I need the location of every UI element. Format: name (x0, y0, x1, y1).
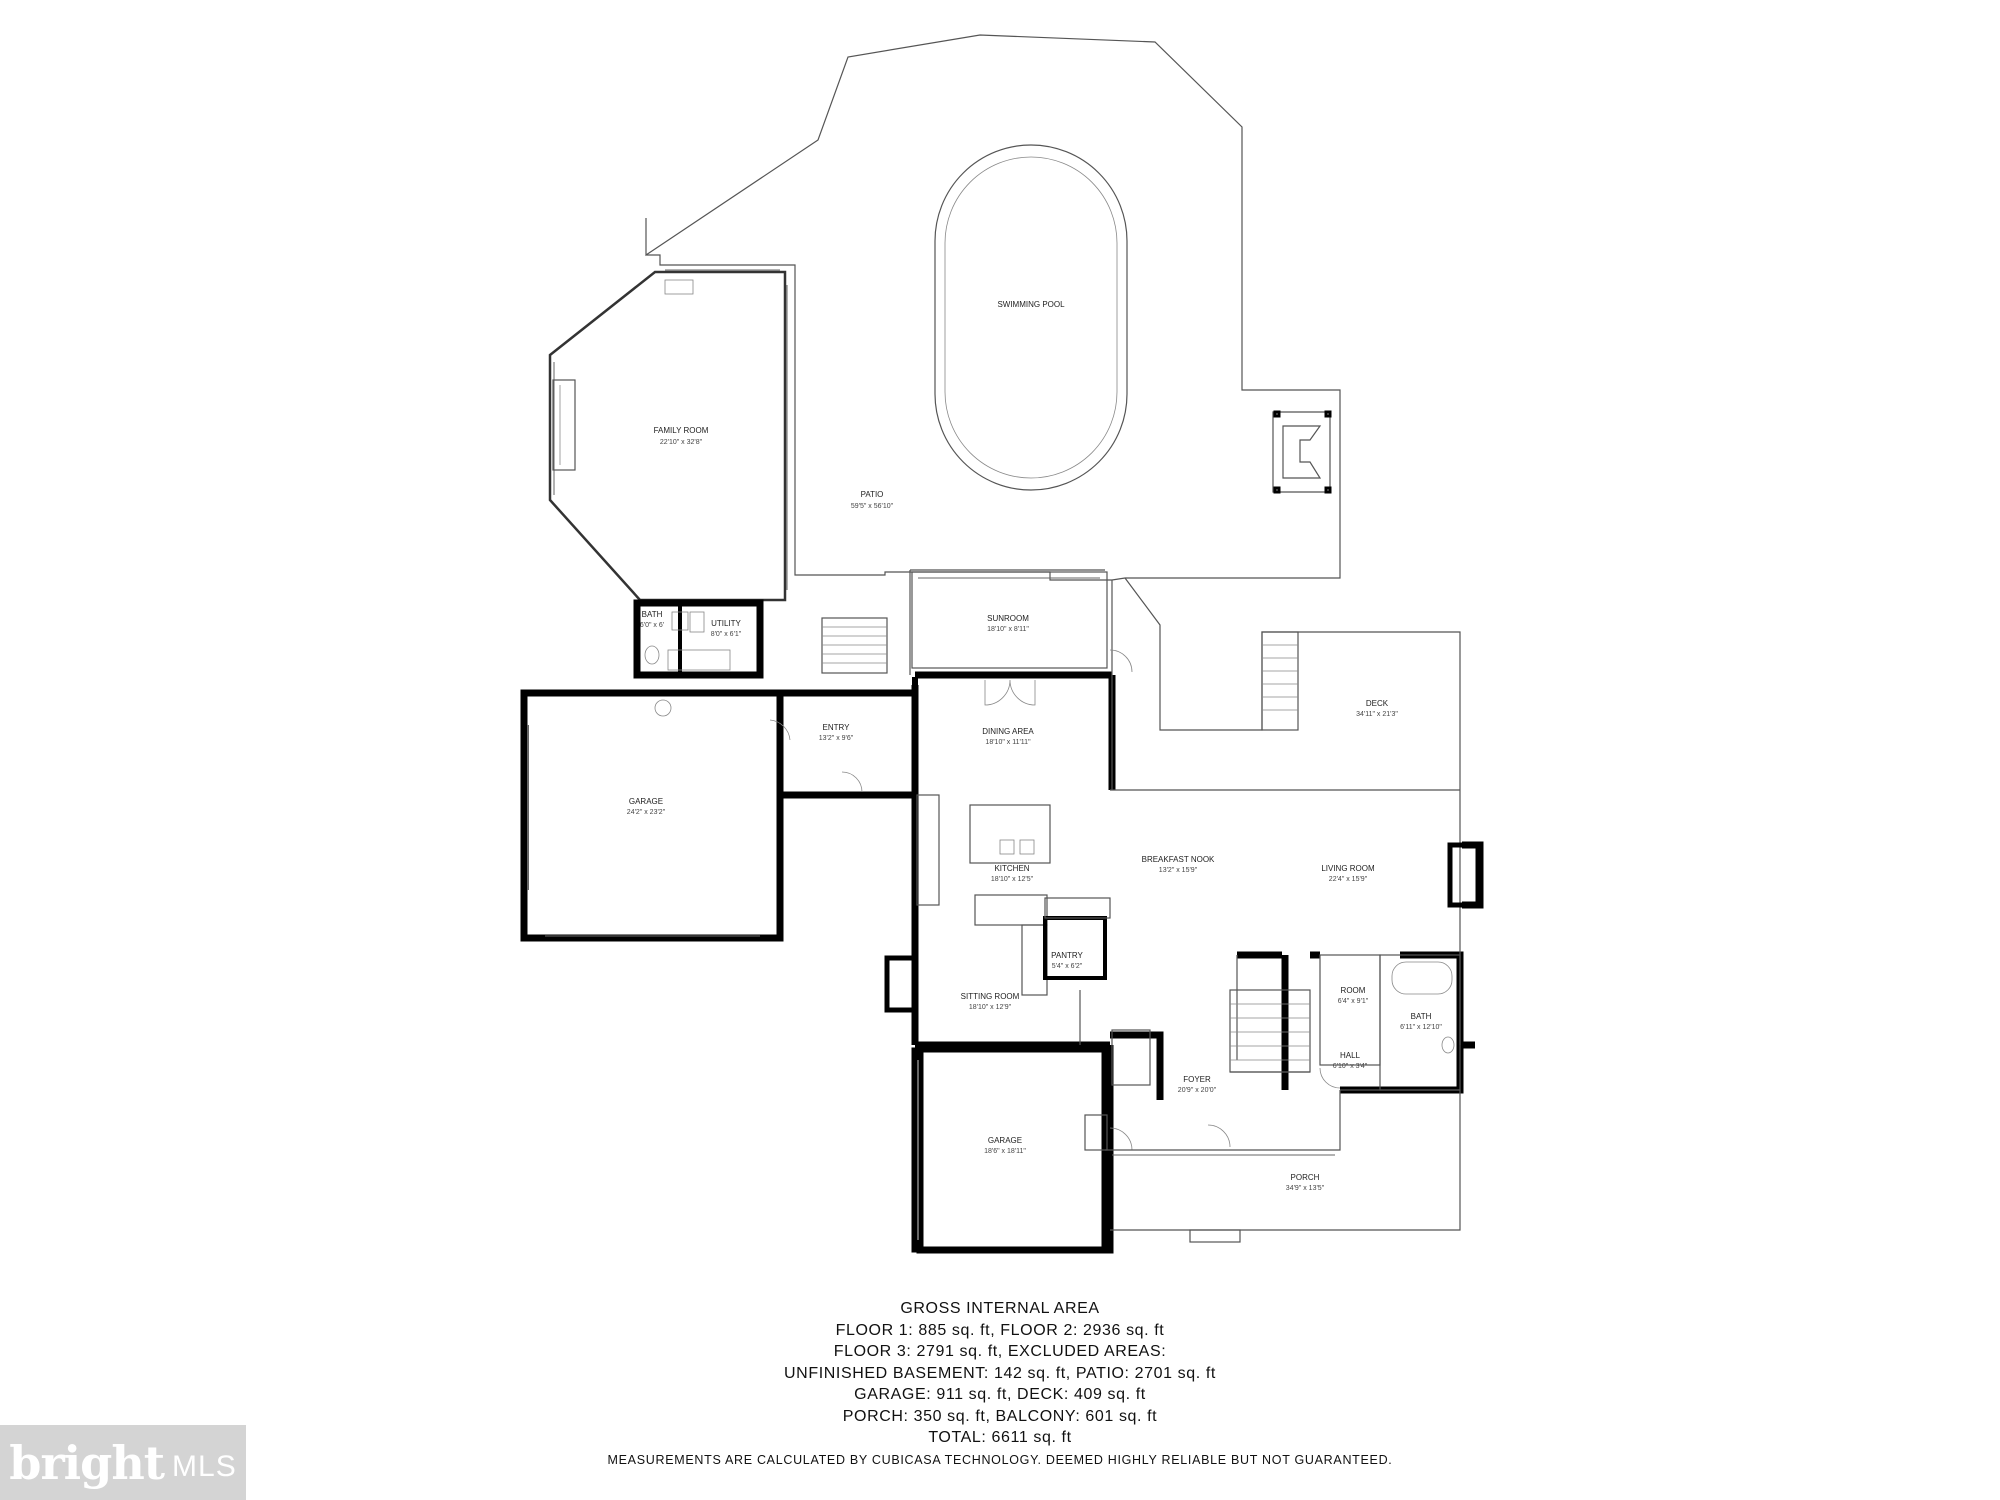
room-labels: SWIMMING POOL FAMILY ROOM 22'10" x 32'8"… (627, 300, 1443, 1192)
svg-text:59'5" x 56'10": 59'5" x 56'10" (851, 503, 894, 510)
label-entry: ENTRY (823, 723, 851, 732)
svg-text:6'4" x 9'1": 6'4" x 9'1" (1338, 998, 1369, 1005)
porch-outline (1105, 1089, 1461, 1231)
svg-text:18'10" x 12'9": 18'10" x 12'9" (969, 1004, 1012, 1011)
area-line-3: UNFINISHED BASEMENT: 142 sq. ft, PATIO: … (784, 1364, 1216, 1382)
pool-structure (1272, 411, 1331, 493)
svg-text:8'0" x 6'1": 8'0" x 6'1" (711, 631, 742, 638)
svg-text:24'2" x 23'2": 24'2" x 23'2" (627, 809, 666, 816)
patio-stairs (821, 617, 888, 674)
pool-outer (934, 144, 1128, 491)
family-room-walls (548, 270, 787, 602)
fireplace-sitting (884, 955, 918, 1013)
foyer-stairs (1229, 989, 1311, 1073)
svg-text:6'0" x 6': 6'0" x 6' (640, 622, 664, 629)
label-hall: HALL (1340, 1051, 1361, 1060)
label-porch: PORCH (1291, 1173, 1320, 1182)
main-house-walls (915, 671, 1484, 1254)
svg-text:6'11" x 12'10": 6'11" x 12'10" (1400, 1024, 1442, 1031)
label-kitchen: KITCHEN (994, 864, 1029, 873)
svg-text:34'9" x 13'5": 34'9" x 13'5" (1286, 1185, 1325, 1192)
svg-text:18'10" x 12'5": 18'10" x 12'5" (991, 876, 1034, 883)
label-sitting-room: SITTING ROOM (961, 992, 1020, 1001)
label-bath-upper: BATH (642, 610, 663, 619)
label-garage-right: GARAGE (988, 1136, 1022, 1145)
label-breakfast-nook: BREAKFAST NOOK (1142, 855, 1215, 864)
label-room: ROOM (1341, 986, 1366, 995)
bath-utility-walls (633, 599, 764, 679)
bright-mls-logo: bright MLS (0, 1425, 246, 1500)
svg-text:6'10" x 3'4": 6'10" x 3'4" (1333, 1063, 1368, 1070)
patio-outline (645, 34, 1341, 581)
label-pantry: PANTRY (1051, 951, 1083, 960)
svg-text:22'10" x 32'8": 22'10" x 32'8" (660, 439, 703, 446)
logo-word: bright (9, 1435, 165, 1490)
fireplace-family (552, 379, 576, 471)
sunroom-walls (911, 571, 1108, 669)
svg-text:13'2" x 15'9": 13'2" x 15'9" (1159, 867, 1198, 874)
label-utility: UTILITY (711, 619, 741, 628)
label-dining-area: DINING AREA (982, 727, 1034, 736)
svg-text:18'6" x 18'11": 18'6" x 18'11" (984, 1148, 1026, 1155)
area-heading: GROSS INTERNAL AREA (900, 1300, 1100, 1317)
svg-text:13'2" x 9'6": 13'2" x 9'6" (819, 735, 854, 742)
label-garage-left: GARAGE (629, 797, 663, 806)
label-patio: PATIO (861, 490, 884, 499)
label-foyer: FOYER (1183, 1075, 1211, 1084)
area-line-4: GARAGE: 911 sq. ft, DECK: 409 sq. ft (854, 1386, 1146, 1403)
kitchen-island (969, 804, 1051, 864)
label-bath-lower: BATH (1411, 1012, 1432, 1021)
svg-text:34'11" x 21'3": 34'11" x 21'3" (1356, 711, 1398, 718)
area-line-2: FLOOR 3: 2791 sq. ft, EXCLUDED AREAS: (833, 1343, 1167, 1360)
label-living-room: LIVING ROOM (1321, 864, 1375, 873)
label-deck: DECK (1366, 699, 1389, 708)
label-family-room: FAMILY ROOM (654, 426, 709, 435)
gross-internal-area: GROSS INTERNAL AREA FLOOR 1: 885 sq. ft,… (560, 1298, 1440, 1467)
svg-text:18'10" x 8'11": 18'10" x 8'11" (987, 626, 1029, 633)
svg-text:5'4" x 6'2": 5'4" x 6'2" (1052, 963, 1083, 970)
fireplace-living (1447, 842, 1481, 908)
garage-left-walls (520, 689, 784, 942)
label-swimming-pool: SWIMMING POOL (997, 300, 1065, 309)
pool-inner (944, 156, 1118, 479)
area-line-5: PORCH: 350 sq. ft, BALCONY: 601 sq. ft (842, 1407, 1158, 1425)
deck-stairs (1261, 631, 1299, 731)
room-hall-walls (1319, 954, 1381, 1066)
logo-mls: MLS (172, 1449, 237, 1483)
svg-text:18'10" x 11'11": 18'10" x 11'11" (985, 739, 1031, 746)
svg-text:22'4" x 15'9": 22'4" x 15'9" (1329, 876, 1368, 883)
area-disclaimer: MEASUREMENTS ARE CALCULATED BY CUBICASA … (607, 1452, 1393, 1467)
area-total: TOTAL: 6611 sq. ft (928, 1429, 1072, 1446)
area-line-1: FLOOR 1: 885 sq. ft, FLOOR 2: 2936 sq. f… (835, 1321, 1165, 1339)
label-sunroom: SUNROOM (987, 614, 1029, 623)
svg-text:20'9" x 20'0": 20'9" x 20'0" (1178, 1087, 1217, 1094)
